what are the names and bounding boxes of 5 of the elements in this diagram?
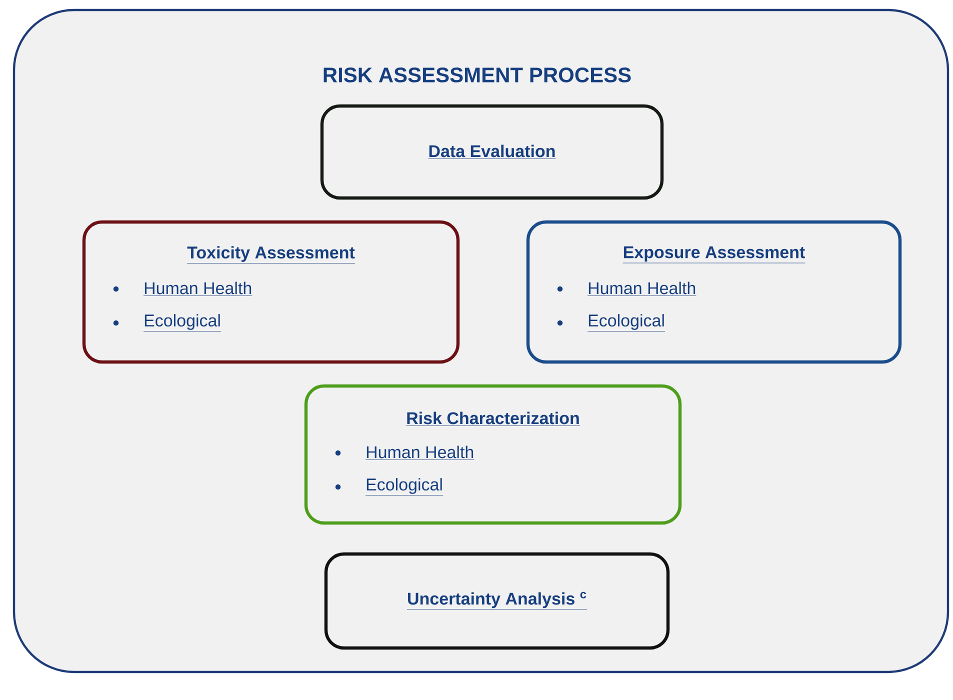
process-box: Risk Characterization Human Health Ecological [304, 384, 682, 525]
process-box: Toxicity Assessment Human Health Ecological [82, 220, 460, 364]
process-box: Uncertainty Analysis $^{c}$ [324, 552, 670, 650]
process-box: Data Evaluation [320, 104, 664, 200]
process-box: Exposure Assessment Human Health Ecological [526, 220, 902, 364]
